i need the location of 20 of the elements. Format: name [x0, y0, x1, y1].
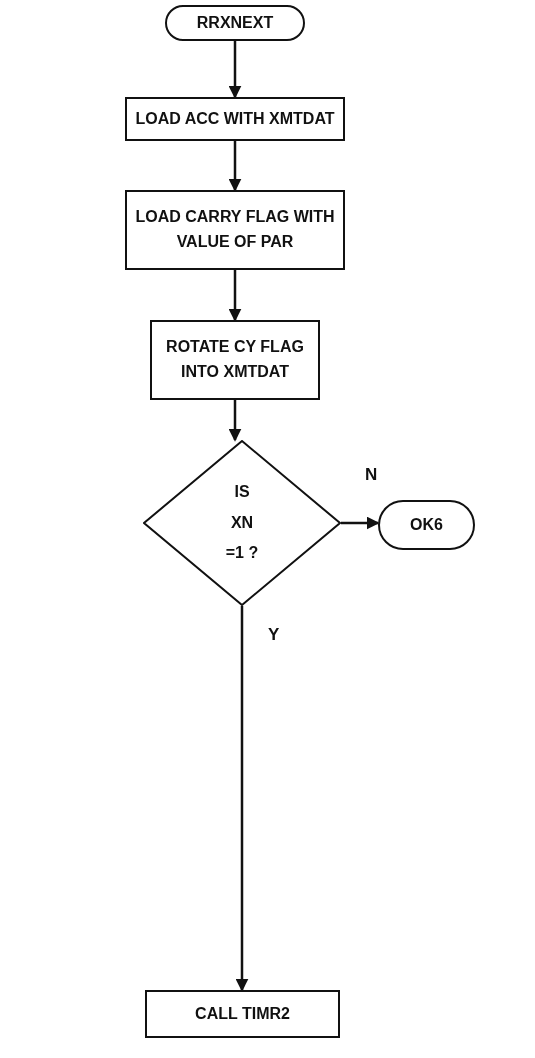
node-text: LOAD ACC WITH XMTDAT: [134, 108, 336, 129]
decision-diamond: [143, 440, 341, 606]
node-text: CALL TIMR2: [194, 1003, 291, 1024]
process-box: [150, 320, 320, 400]
arrow: [228, 41, 242, 99]
node-text: OK6: [409, 514, 444, 535]
process-box: [145, 990, 340, 1038]
process-box: [125, 190, 345, 270]
terminal-box: [165, 5, 305, 41]
arrow: [341, 516, 380, 530]
node-text: RRXNEXT: [195, 12, 275, 33]
node-text: ROTATE CY FLAG INTO XMTDAT: [165, 337, 305, 382]
process-box: [125, 97, 345, 141]
terminal-box: [378, 500, 475, 550]
arrow: [228, 270, 242, 322]
arrow: [235, 606, 249, 992]
node-text: IS XN =1 ?: [224, 482, 260, 564]
arrow: [228, 141, 242, 192]
arrow: [228, 400, 242, 442]
node-text: LOAD CARRY FLAG WITH VALUE OF PAR: [134, 207, 336, 252]
